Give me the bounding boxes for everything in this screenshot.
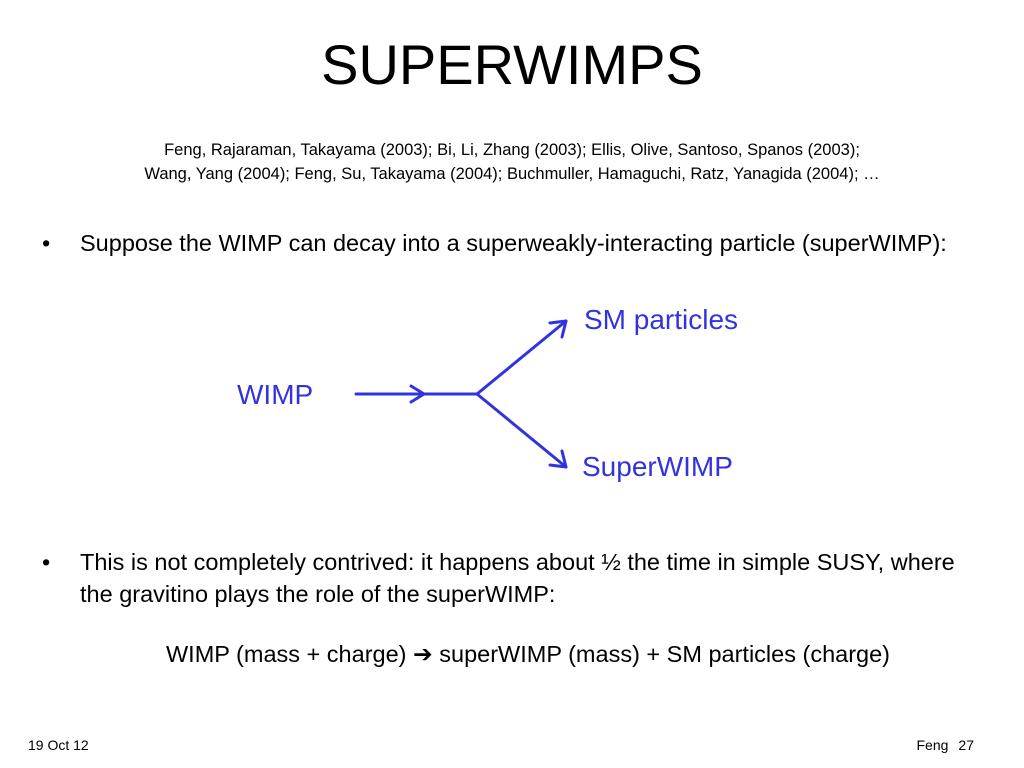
page-number: 27 xyxy=(958,737,974,753)
decay-lower-arrowhead xyxy=(548,449,568,469)
bullet-marker: • xyxy=(42,230,51,256)
decay-upper-arrowhead xyxy=(548,319,568,339)
decay-main-arrowhead xyxy=(409,384,426,404)
decay-equation: WIMP (mass + charge) ➔ superWIMP (mass) … xyxy=(0,638,1024,670)
bullet-text: This is not completely contrived: it hap… xyxy=(80,549,955,607)
footer-right: Feng 27 xyxy=(917,736,975,754)
arrow-icon: ➔ xyxy=(413,641,433,667)
wimp-label: WIMP xyxy=(237,379,314,410)
footer-author: Feng xyxy=(916,737,949,753)
citation-line: Feng, Rajaraman, Takayama (2003); Bi, Li… xyxy=(164,141,860,159)
slide-title: SUPERWIMPS xyxy=(321,33,703,96)
decay-lower-line xyxy=(475,392,568,469)
bullet-text: Suppose the WIMP can decay into a superw… xyxy=(80,230,947,256)
decay-upper-line xyxy=(475,319,568,396)
citation-line: Wang, Yang (2004); Feng, Su, Takayama (2… xyxy=(144,165,880,183)
superwimp-label: SuperWIMP xyxy=(582,451,733,482)
footer-date: 19 Oct 12 xyxy=(28,737,89,753)
bullet-marker: • xyxy=(42,549,51,575)
sm-particles-label: SM particles xyxy=(584,304,739,335)
citations: Feng, Rajaraman, Takayama (2003); Bi, Li… xyxy=(40,138,984,186)
equation-right: superWIMP (mass) + SM particles (charge) xyxy=(439,641,890,667)
equation-left: WIMP (mass + charge) xyxy=(165,641,407,667)
